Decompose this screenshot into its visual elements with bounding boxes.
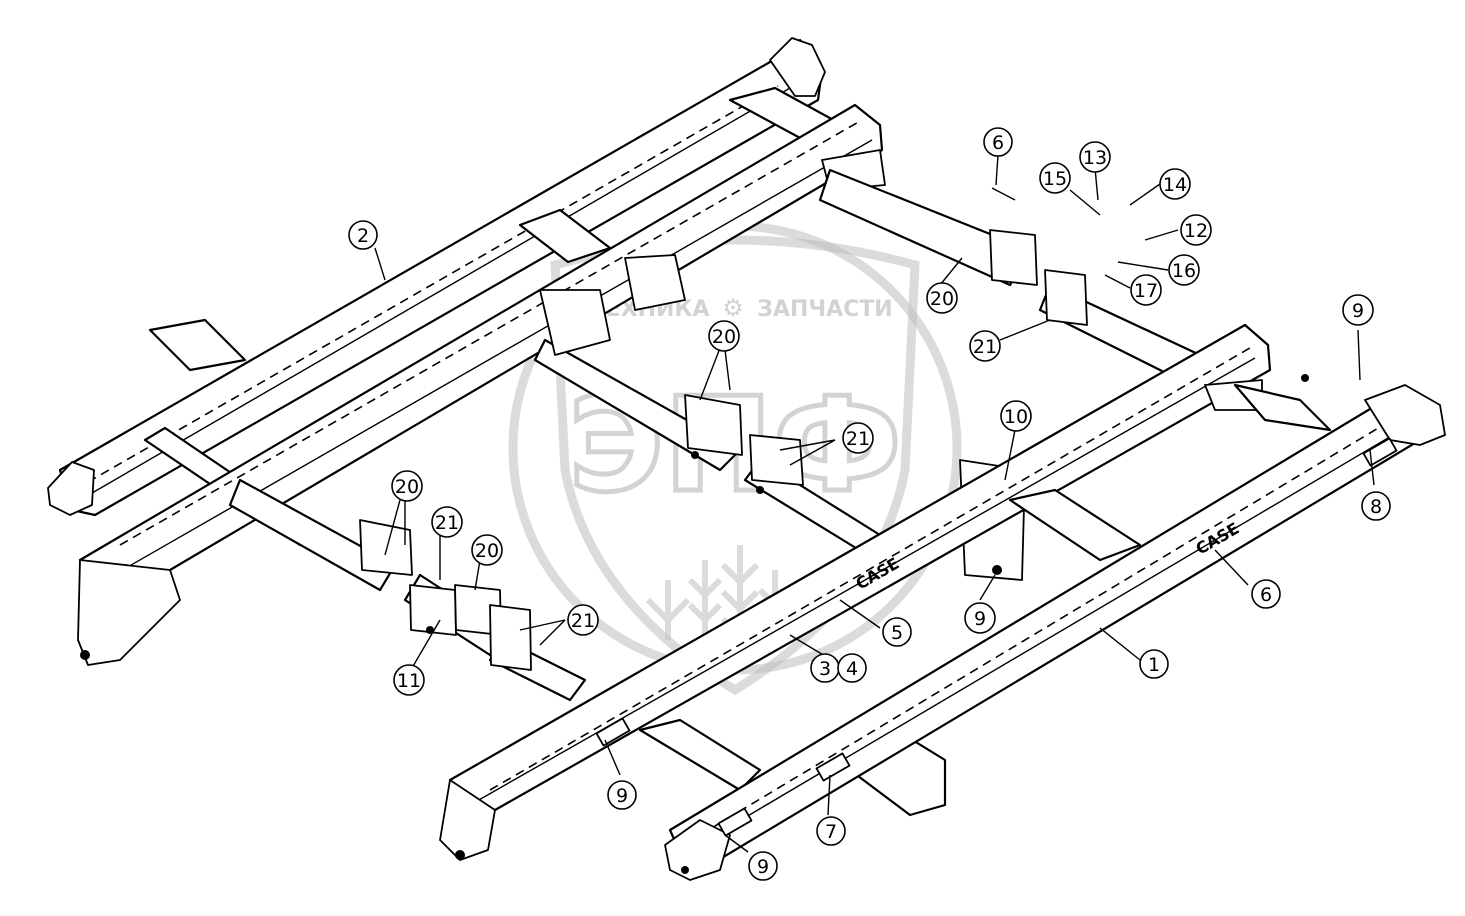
svg-text:20: 20 — [930, 288, 954, 310]
svg-text:11: 11 — [397, 670, 421, 692]
svg-text:9: 9 — [757, 856, 769, 878]
svg-text:20: 20 — [712, 326, 736, 348]
callout-9-right[interactable]: 8 — [1361, 491, 1391, 521]
svg-text:15: 15 — [1043, 168, 1067, 190]
svg-text:4: 4 — [846, 658, 858, 680]
svg-text:14: 14 — [1163, 174, 1187, 196]
callout-10[interactable]: 9 — [1342, 294, 1374, 326]
callout-2[interactable]: 2 — [348, 220, 378, 250]
callout-4[interactable]: 4 — [837, 653, 867, 683]
callout-17[interactable]: 15 — [1039, 162, 1071, 194]
svg-text:21: 21 — [973, 336, 997, 358]
svg-text:16: 16 — [1172, 260, 1196, 282]
callout-21-center[interactable]: 21 — [842, 422, 874, 454]
svg-text:20: 20 — [475, 540, 499, 562]
leader-lines — [374, 154, 1375, 853]
callouts: 2 6 13 15 14 12 16 17 — [348, 127, 1391, 881]
svg-text:7: 7 — [825, 821, 837, 843]
svg-text:17: 17 — [1134, 280, 1158, 302]
callout-20-lower-left[interactable]: 20 — [471, 534, 503, 566]
watermark-gear-icon: ⚙ — [722, 294, 744, 322]
callout-15[interactable]: 13 — [1079, 141, 1111, 173]
svg-text:9: 9 — [616, 785, 628, 807]
svg-text:6: 6 — [1260, 584, 1272, 606]
callout-5[interactable]: 5 — [882, 617, 912, 647]
callout-1[interactable]: 1 — [1139, 649, 1169, 679]
svg-text:1: 1 — [1148, 654, 1160, 676]
svg-text:9: 9 — [974, 608, 986, 630]
callout-19[interactable]: 17 — [1130, 274, 1162, 306]
callout-13[interactable]: 11 — [393, 664, 425, 696]
callout-3[interactable]: 3 — [810, 653, 840, 683]
svg-text:10: 10 — [1004, 406, 1028, 428]
callout-6-right[interactable]: 6 — [1251, 579, 1281, 609]
callout-9-bottom[interactable]: 9 — [748, 851, 778, 881]
wheat-icon — [645, 545, 793, 650]
main-front-rail: CASE — [595, 384, 1446, 881]
svg-text:21: 21 — [571, 610, 595, 632]
callout-21-left[interactable]: 21 — [431, 506, 463, 538]
middle-rail — [77, 103, 886, 666]
callout-12[interactable]: 10 — [1000, 400, 1032, 432]
svg-text:5: 5 — [891, 622, 903, 644]
watermark-right-text: ЗАПЧАСТИ — [757, 297, 892, 322]
callout-20-top-right[interactable]: 20 — [926, 282, 958, 314]
callout-6-top[interactable]: 6 — [983, 127, 1013, 157]
callout-7[interactable]: 7 — [816, 816, 846, 846]
frame-drawing: CASE CASE — [47, 37, 1446, 881]
svg-text:21: 21 — [435, 512, 459, 534]
svg-text:13: 13 — [1083, 147, 1107, 169]
svg-text:9: 9 — [1352, 300, 1364, 322]
callout-21-lower-left[interactable]: 21 — [567, 604, 599, 636]
callout-16[interactable]: 14 — [1159, 168, 1191, 200]
callout-18[interactable]: 16 — [1168, 254, 1200, 286]
callout-11[interactable]: 9 — [964, 602, 996, 634]
svg-text:8: 8 — [1370, 496, 1382, 518]
callout-14[interactable]: 12 — [1180, 214, 1212, 246]
svg-text:6: 6 — [992, 132, 1004, 154]
rear-rail — [47, 37, 826, 517]
callout-8[interactable]: 9 — [607, 780, 637, 810]
svg-text:20: 20 — [395, 476, 419, 498]
bolts — [80, 374, 1309, 874]
svg-text:21: 21 — [846, 428, 870, 450]
callout-20-center[interactable]: 20 — [708, 320, 740, 352]
svg-text:2: 2 — [357, 225, 369, 247]
svg-text:3: 3 — [819, 658, 831, 680]
svg-text:12: 12 — [1184, 220, 1208, 242]
callout-20-left[interactable]: 20 — [391, 470, 423, 502]
callout-21-top-right[interactable]: 21 — [969, 330, 1001, 362]
